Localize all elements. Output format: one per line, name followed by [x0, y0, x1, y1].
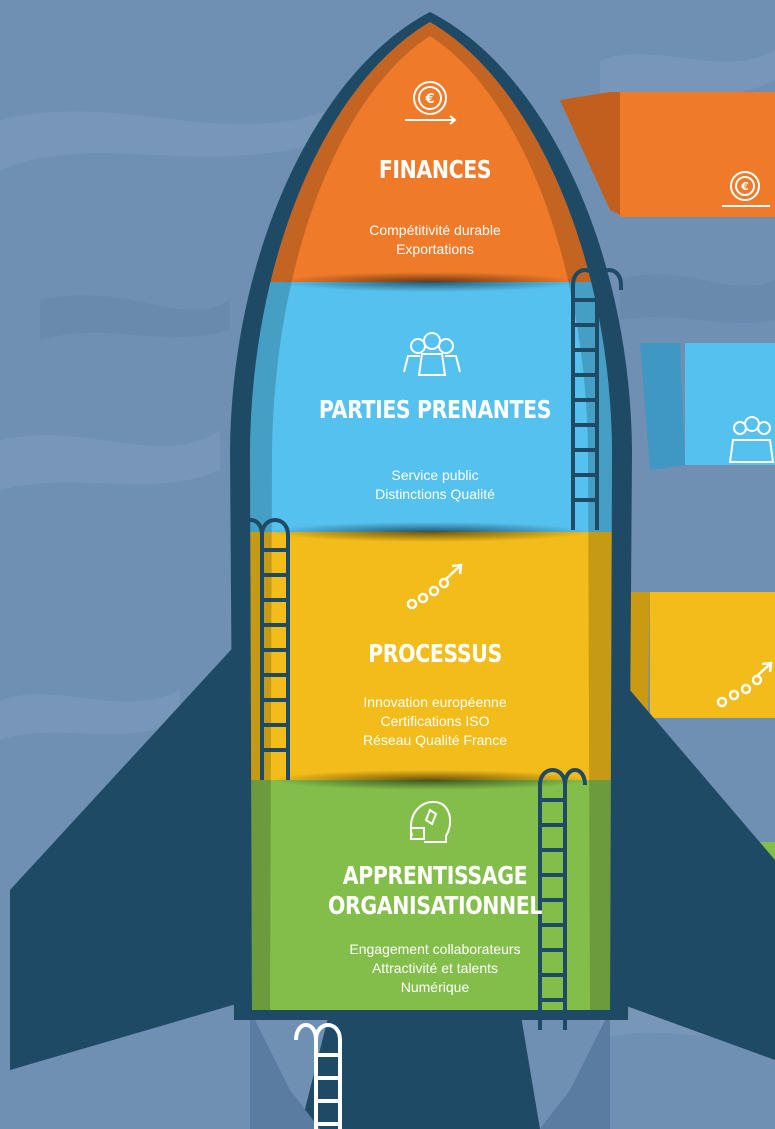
svg-text:€: € — [424, 92, 434, 107]
ladder-middle — [238, 518, 290, 780]
stakeholders-title: PARTIES PRENANTES — [318, 395, 552, 424]
learning-title-line-1: APPRENTISSAGE — [342, 861, 528, 890]
learning-title-line-2: ORGANISATIONNEL — [327, 891, 542, 920]
learning-item-1: Engagement collaborateurs — [349, 941, 521, 957]
ribbon-people-icon — [728, 416, 775, 463]
head-chess-knight-icon — [409, 801, 452, 843]
learning-item-2: Attractivité et talents — [371, 960, 499, 976]
rocket-bands — [250, 22, 612, 1010]
section-stakeholders: PARTIES PRENANTES Service public Distinc… — [235, 395, 635, 504]
svg-text:€: € — [740, 180, 749, 193]
people-group-icon — [403, 332, 461, 376]
processes-title: PROCESSUS — [368, 639, 502, 668]
section-processes: PROCESSUS Innovation européenne Certific… — [235, 639, 635, 750]
processes-item-1: Innovation européenne — [363, 694, 507, 710]
learning-item-3: Numérique — [400, 979, 470, 995]
euro-cycle-icon: € — [405, 81, 457, 125]
finances-title: FINANCES — [378, 155, 492, 184]
section-learning: APPRENTISSAGE ORGANISATIONNEL Engagement… — [235, 861, 635, 997]
ladder-top — [571, 268, 623, 530]
ladder-entry — [294, 1023, 342, 1129]
processes-item-2: Certifications ISO — [380, 713, 490, 729]
growth-chain-icon — [406, 563, 463, 610]
ladder-lower — [538, 768, 587, 1030]
finances-item-1: Compétitivité durable — [369, 222, 501, 238]
section-finances: FINANCES Compétitivité durable Exportati… — [235, 155, 635, 259]
finances-item-2: Exportations — [396, 241, 474, 257]
stakeholders-item-2: Distinctions Qualité — [375, 486, 495, 502]
processes-item-3: Réseau Qualité France — [363, 732, 507, 748]
ribbon-euro-icon: € — [722, 171, 770, 207]
ribbon-growth-icon — [716, 661, 773, 708]
stakeholders-item-1: Service public — [391, 467, 479, 483]
